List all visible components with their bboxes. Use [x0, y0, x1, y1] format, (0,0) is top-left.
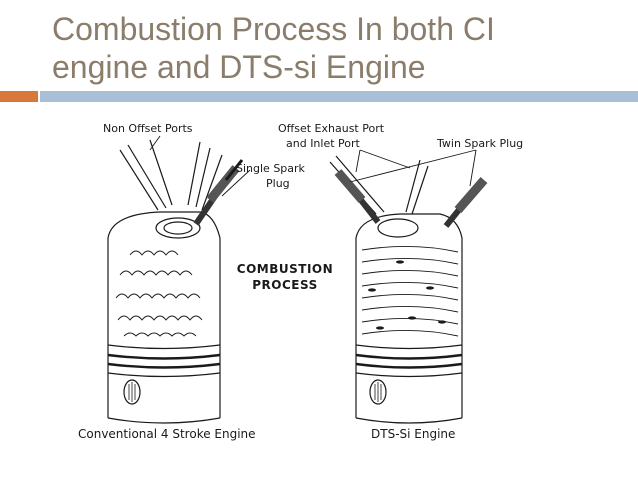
label-single-spark-plug-line2: Plug [266, 177, 290, 190]
wrist-pin-icon [123, 379, 141, 405]
dts-si-engine [329, 155, 488, 424]
twin-spark-plug-right-icon [443, 177, 488, 228]
label-offset-ports-line1: Offset Exhaust Port [278, 122, 385, 135]
title-line-1: Combustion Process In both CI [52, 11, 495, 47]
twin-spark-plug-left-icon [334, 169, 381, 224]
label-single-spark-plug-line1: Single Spark [236, 162, 305, 175]
label-combustion-line1: COMBUSTION [236, 262, 334, 276]
conventional-engine [107, 139, 244, 424]
single-spark-plug-icon [193, 159, 244, 226]
title-underline-accent [0, 91, 38, 102]
label-twin-spark-plug: Twin Spark Plug [437, 137, 524, 150]
title-underline [40, 91, 638, 102]
wrist-pin-icon-right [369, 379, 387, 405]
caption-dts-si-engine: DTS-Si Engine [371, 427, 456, 441]
slide-title: Combustion Process In both CI engine and… [52, 10, 622, 86]
caption-conventional-engine: Conventional 4 Stroke Engine [78, 427, 256, 441]
label-combustion-line2: PROCESS [252, 278, 318, 292]
label-non-offset-ports: Non Offset Ports [103, 122, 193, 135]
label-offset-ports-line2: and Inlet Port [286, 137, 360, 150]
leader-lines [149, 135, 477, 197]
title-line-2: engine and DTS-si Engine [52, 49, 426, 85]
combustion-cloud-left [115, 250, 203, 337]
